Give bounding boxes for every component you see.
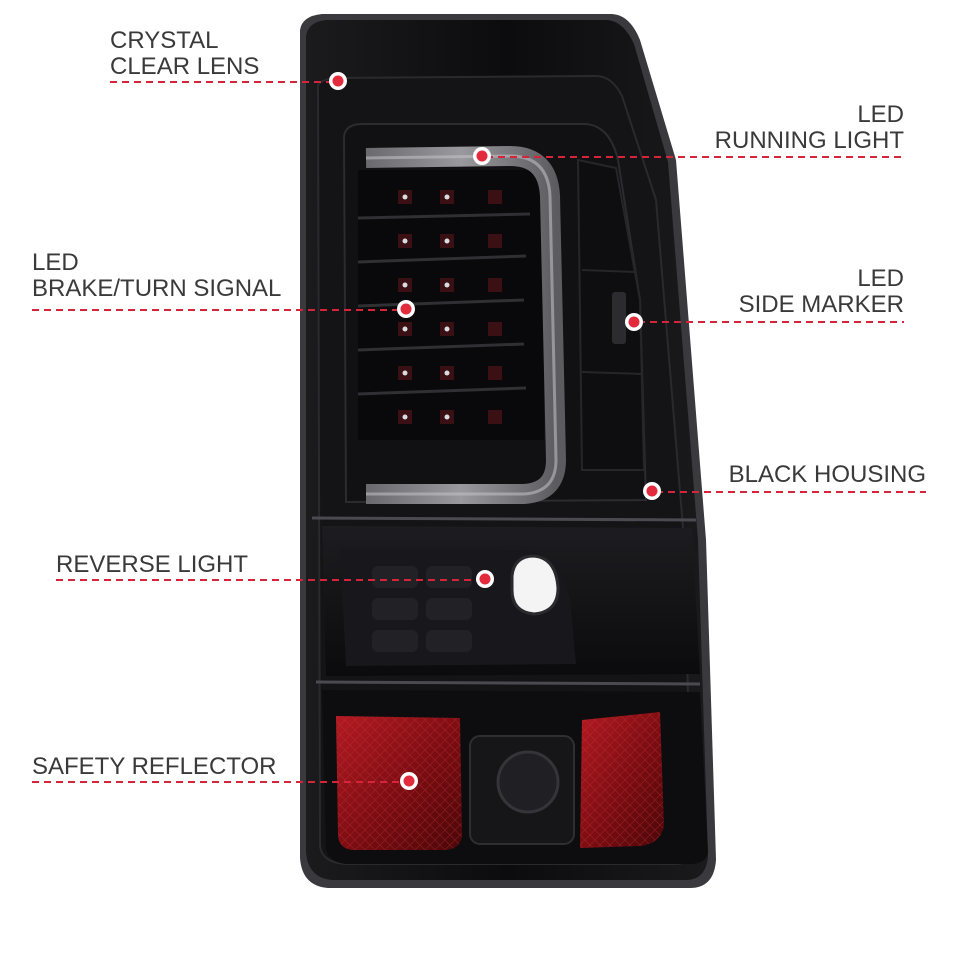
svg-text:LED: LED [857, 101, 904, 128]
svg-text:CLEAR LENS: CLEAR LENS [110, 53, 259, 80]
svg-text:CRYSTAL: CRYSTAL [110, 27, 218, 54]
callout-text: REVERSE LIGHT [56, 551, 248, 578]
callout-text: SAFETY REFLECTOR [32, 753, 277, 780]
bulb-socket [496, 750, 560, 814]
callout-text: LED [32, 249, 79, 276]
callout-dot [400, 303, 412, 315]
callout-dot [403, 775, 415, 787]
svg-text:SIDE MARKER: SIDE MARKER [739, 291, 904, 318]
svg-text:SAFETY REFLECTOR: SAFETY REFLECTOR [32, 753, 277, 780]
svg-text:LED: LED [32, 249, 79, 276]
callout-text: CRYSTAL [110, 27, 218, 54]
svg-text:BRAKE/TURN SIGNAL: BRAKE/TURN SIGNAL [32, 275, 281, 302]
callout-dot [646, 485, 658, 497]
callout-dot [628, 316, 640, 328]
callout-dot [332, 75, 344, 87]
callout-text: RUNNING LIGHT [715, 127, 905, 154]
led-array [357, 170, 544, 440]
reverse-bulb [510, 554, 560, 616]
callout-text: LED [857, 101, 904, 128]
callout-text: BRAKE/TURN SIGNAL [32, 275, 281, 302]
callout-led-running-light: LED RUNNING LIGHT [473, 101, 904, 165]
callout-crystal-clear-lens: CRYSTAL CLEAR LENS [110, 27, 347, 90]
callout-safety-reflector: SAFETY REFLECTOR [32, 753, 418, 790]
callout-dot [479, 573, 491, 585]
callout-text: BLACK HOUSING [729, 461, 926, 488]
callout-text: SIDE MARKER [739, 291, 904, 318]
svg-text:REVERSE LIGHT: REVERSE LIGHT [56, 551, 248, 578]
svg-text:RUNNING LIGHT: RUNNING LIGHT [715, 127, 905, 154]
safety-reflector-right [580, 712, 664, 848]
callout-led-side-marker: LED SIDE MARKER [625, 265, 904, 331]
callout-text: CLEAR LENS [110, 53, 259, 80]
callout-led-brake-turn-signal: LED BRAKE/TURN SIGNAL [32, 249, 415, 318]
svg-text:LED: LED [857, 265, 904, 292]
tail-light-product [300, 14, 716, 888]
svg-text:BLACK HOUSING: BLACK HOUSING [729, 461, 926, 488]
callout-black-housing: BLACK HOUSING [643, 461, 926, 500]
side-marker-panel [576, 158, 646, 471]
callout-reverse-light: REVERSE LIGHT [56, 551, 494, 588]
callout-dot [476, 150, 488, 162]
callout-text: LED [857, 265, 904, 292]
